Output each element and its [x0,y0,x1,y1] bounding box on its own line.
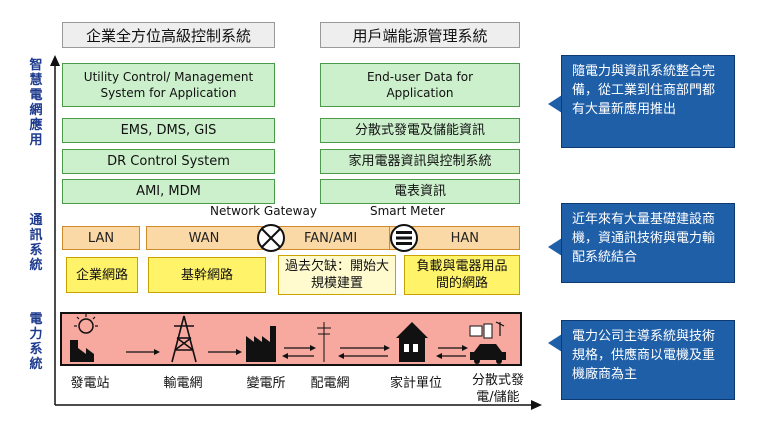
enterprise-network-box: 企業網路 [66,257,138,293]
backbone-network-box: 基幹網路 [148,257,266,293]
side-char: 智 [29,58,43,73]
header-enterprise: 企業全方位高級控制系統 [62,22,275,48]
side-char: 系 [29,243,43,258]
fan-ami-box: FAN/AMI [262,226,390,250]
callout-comm: 近年來有大量基礎建設商機，資通訊技術與電力輸配系統結合 [561,203,735,283]
side-label-power: 電 力 系 統 [28,312,44,372]
label-substation: 變電所 [246,376,286,391]
label-power-station: 發電站 [70,376,110,391]
transmission-tower-icon [171,315,197,363]
side-label-comm: 通 訊 系 統 [28,213,44,273]
callout-power: 電力公司主導系統與技術規格，供應商以電機及重機廠商為主 [561,320,735,400]
label-distribution: 配電網 [310,376,350,391]
app-utility-control: Utility Control/ Management System for A… [62,63,275,107]
house-icon [396,322,428,362]
app-dr-control: DR Control System [62,149,275,174]
side-char: 統 [29,258,43,273]
substation-icon [246,326,276,362]
side-char: 統 [29,357,43,372]
distributed-generation-icon [469,321,506,364]
app-meter-info: 電表資訊 [320,179,520,204]
distribution-pole-icon [317,322,331,362]
side-char: 慧 [29,73,43,88]
callout-pointer [548,95,562,113]
power-station-icon [70,314,98,362]
side-label-smart-grid: 智 慧 電 網 應 用 [28,58,44,148]
label-transmission: 輸電網 [163,376,203,391]
lan-box: LAN [62,226,140,250]
app-ems-dms-gis: EMS, DMS, GIS [62,118,275,143]
side-char: 電 [29,312,43,327]
side-char: 網 [29,103,43,118]
side-char: 系 [29,342,43,357]
side-char: 通 [29,213,43,228]
power-system-band [60,312,522,366]
side-char: 應 [29,118,43,133]
label-household: 家計單位 [389,376,442,391]
callout-pointer [548,238,562,256]
smart-meter-label: Smart Meter [370,204,445,218]
network-gateway-label: Network Gateway [210,204,317,218]
side-char: 用 [29,133,43,148]
app-distributed-gen: 分散式發電及儲能資訊 [320,118,520,143]
side-char: 電 [29,88,43,103]
app-ami-mdm: AMI, MDM [62,179,275,204]
smart-meter-icon [390,224,418,252]
app-home-appliance: 家用電器資訊與控制系統 [320,149,520,174]
wan-box: WAN [146,226,262,250]
app-end-user-data: End-user Data for Application [320,63,520,107]
header-end-user: 用戶端能源管理系統 [320,22,520,48]
load-network-box: 負載與電器用品間的網路 [404,255,520,295]
callout-smart-grid: 隨電力與資訊系統整合完備，從工業到住商部門都有大量新應用推出 [561,55,735,148]
callout-pointer [548,334,562,352]
label-distributed-gen: 分散式發電/儲能 [471,373,524,405]
network-gateway-icon [257,224,285,252]
power-icons [70,314,506,364]
past-gap-box: 過去欠缺：開始大規模建置 [278,255,396,295]
side-char: 力 [29,327,43,342]
side-char: 訊 [29,228,43,243]
